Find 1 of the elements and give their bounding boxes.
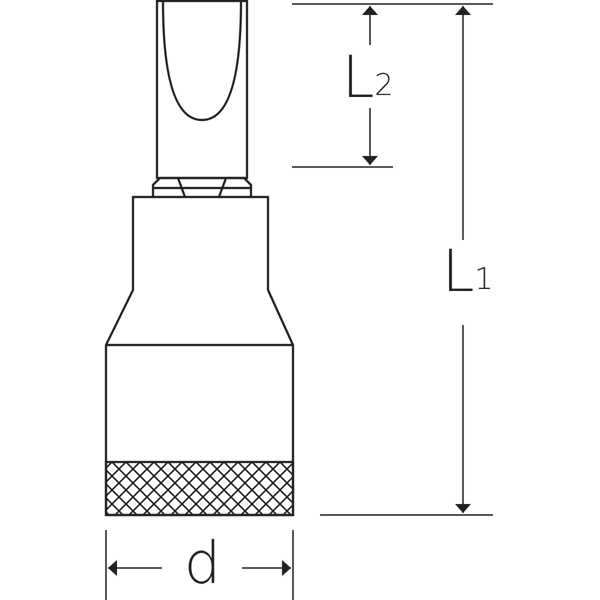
dimension-label: d <box>184 534 221 592</box>
